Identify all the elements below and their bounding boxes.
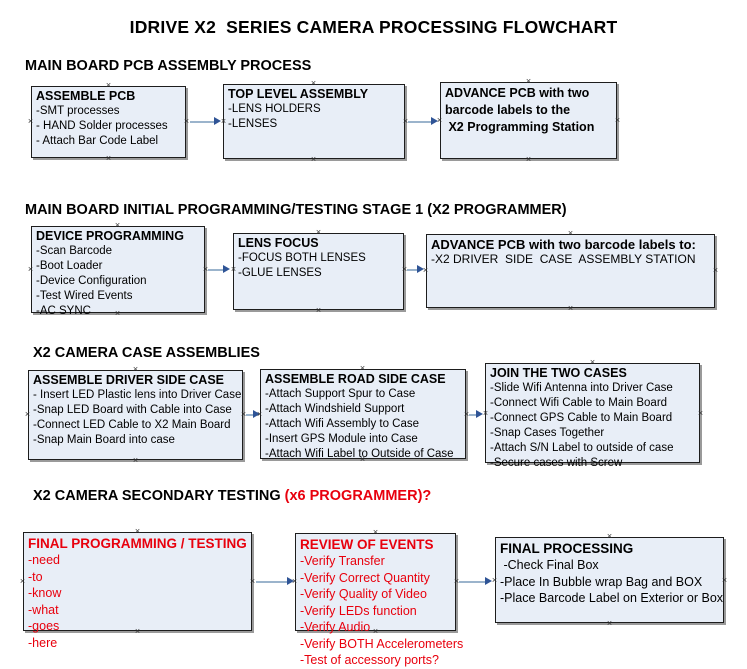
node-final-programming-testing[interactable]: FINAL PROGRAMMING / TESTING -need -to -k… xyxy=(23,532,252,650)
node-final-processing[interactable]: FINAL PROCESSING -Check Final Box -Place… xyxy=(495,537,724,623)
node-line: -Device Configuration xyxy=(36,275,147,287)
node-title: ADVANCE PCB with two xyxy=(445,86,590,100)
node-line: -here xyxy=(28,635,58,650)
arrow-right-icon xyxy=(431,117,438,125)
node-device-programming[interactable]: DEVICE PROGRAMMING -Scan Barcode -Boot L… xyxy=(31,226,205,317)
node-line: -Connect GPS Cable to Main Board xyxy=(490,412,673,424)
connector-1-1 xyxy=(190,121,216,123)
node-line: -Attach Wifi Label to Outside of Case xyxy=(265,448,454,460)
section-heading-3: X2 CAMERA CASE ASSEMBLIES xyxy=(33,345,260,361)
connector-3-1 xyxy=(246,414,255,416)
page-title: IDRIVE X2 SERIES CAMERA PROCESSING FLOWC… xyxy=(129,17,618,37)
node-line: -X2 DRIVER SIDE CASE ASSEMBLY STATION xyxy=(431,252,696,266)
node-title: TOP LEVEL ASSEMBLY xyxy=(228,87,369,101)
node-line: -what xyxy=(28,602,59,617)
node-line: - HAND Solder processes xyxy=(36,120,168,132)
node-line: -know xyxy=(28,586,62,600)
node-line: -Attach S/N Label to outside of case xyxy=(490,442,674,454)
node-line: -Secure cases with Screw xyxy=(490,457,623,469)
node-assemble-pcb[interactable]: ASSEMBLE PCB -SMT processes - HAND Solde… xyxy=(31,86,186,158)
node-line: -need xyxy=(28,553,60,567)
node-line: -Check Final Box xyxy=(500,558,599,572)
node-line: -AC SYNC xyxy=(36,305,91,317)
arrow-right-icon xyxy=(485,577,492,585)
node-line: -Snap LED Board with Cable into Case xyxy=(33,404,232,416)
connector-4-2 xyxy=(459,581,487,583)
node-line: -Boot Loader xyxy=(36,260,103,272)
node-line: -Attach Windshield Support xyxy=(265,403,405,415)
node-line: X2 Programming Station xyxy=(445,120,595,134)
connector-4-1 xyxy=(256,581,289,583)
node-line: -Place In Bubble wrap Bag and BOX xyxy=(500,574,703,589)
node-title: JOIN THE TWO CASES xyxy=(490,366,627,380)
node-line: -Verify Quality of Video xyxy=(300,587,427,601)
node-line: -Verify BOTH Accelerometers xyxy=(300,636,464,651)
node-review-of-events[interactable]: REVIEW OF EVENTS -Verify Transfer -Verif… xyxy=(295,533,463,667)
node-line: -Verify LEDs function xyxy=(300,603,417,618)
connector-2-2 xyxy=(407,269,419,271)
arrow-right-icon xyxy=(287,577,294,585)
node-line: -Place Barcode Label on Exterior or Box xyxy=(500,591,724,605)
node-title: ASSEMBLE PCB xyxy=(36,89,136,103)
node-line: -Snap Main Board into case xyxy=(33,434,175,446)
node-title: ASSEMBLE ROAD SIDE CASE xyxy=(265,372,446,386)
node-line: -Verify Audio xyxy=(300,620,371,634)
node-assemble-driver-side-case[interactable]: ASSEMBLE DRIVER SIDE CASE - Insert LED P… xyxy=(28,370,243,460)
node-lens-focus[interactable]: LENS FOCUS -FOCUS BOTH LENSES -GLUE LENS… xyxy=(233,233,404,310)
node-line: -Test Wired Events xyxy=(36,290,133,302)
arrow-right-icon xyxy=(476,410,483,418)
node-top-level-assembly[interactable]: TOP LEVEL ASSEMBLY -LENS HOLDERS -LENSES xyxy=(223,84,405,159)
node-title: ASSEMBLE DRIVER SIDE CASE xyxy=(33,373,225,387)
node-line: -Connect LED Cable to X2 Main Board xyxy=(33,419,231,431)
node-line: - Insert LED Plastic lens into Driver Ca… xyxy=(33,389,242,401)
node-title: LENS FOCUS xyxy=(238,236,319,250)
node-title: ADVANCE PCB with two barcode labels to: xyxy=(431,237,696,252)
node-title: FINAL PROCESSING xyxy=(500,541,634,556)
section-heading-4-accent: (x6 PROGRAMMER)? xyxy=(284,488,432,504)
node-line: -Attach Wifi Assembly to Case xyxy=(265,418,420,430)
node-line: -LENS HOLDERS xyxy=(228,103,321,115)
section-heading-2: MAIN BOARD INITIAL PROGRAMMING/TESTING S… xyxy=(25,202,567,218)
arrow-right-icon xyxy=(214,117,221,125)
node-line: -LENSES xyxy=(228,118,278,130)
node-line: -Test of accessory ports? xyxy=(300,653,439,667)
connector-1-2 xyxy=(408,121,433,123)
node-line: -Insert GPS Module into Case xyxy=(265,433,418,445)
node-line: -Verify Correct Quantity xyxy=(300,570,430,585)
node-line: -FOCUS BOTH LENSES xyxy=(238,252,366,264)
node-line: -Slide Wifi Antenna into Driver Case xyxy=(490,382,673,394)
section-heading-4-text: X2 CAMERA SECONDARY TESTING xyxy=(33,488,285,504)
node-advance-pcb-programming-station[interactable]: ADVANCE PCB with two barcode labels to t… xyxy=(440,82,617,159)
node-title: DEVICE PROGRAMMING xyxy=(36,229,184,243)
node-line: -Scan Barcode xyxy=(36,245,113,257)
node-line: -Snap Cases Together xyxy=(490,427,605,439)
node-line: - Attach Bar Code Label xyxy=(36,135,159,147)
node-line: -goes xyxy=(28,619,60,633)
section-heading-1: MAIN BOARD PCB ASSEMBLY PROCESS xyxy=(25,58,312,74)
node-advance-pcb-driver-side-station[interactable]: ADVANCE PCB with two barcode labels to: … xyxy=(426,234,715,308)
section-heading-4: X2 CAMERA SECONDARY TESTING (x6 PROGRAMM… xyxy=(33,488,431,504)
node-title: REVIEW OF EVENTS xyxy=(300,537,434,552)
node-line: -SMT processes xyxy=(36,105,120,117)
arrow-right-icon xyxy=(417,265,424,273)
node-join-the-two-cases[interactable]: JOIN THE TWO CASES -Slide Wifi Antenna i… xyxy=(485,363,700,469)
node-line: -Verify Transfer xyxy=(300,554,385,568)
connector-2-1 xyxy=(208,269,225,271)
node-line: -Attach Support Spur to Case xyxy=(265,388,416,400)
node-line: -Connect Wifi Cable to Main Board xyxy=(490,397,668,409)
node-title: FINAL PROGRAMMING / TESTING xyxy=(28,536,247,551)
node-line: -to xyxy=(28,569,43,584)
connector-3-2 xyxy=(469,414,478,416)
node-line: barcode labels to the xyxy=(445,103,571,117)
arrow-right-icon xyxy=(223,265,230,273)
node-assemble-road-side-case[interactable]: ASSEMBLE ROAD SIDE CASE -Attach Support … xyxy=(260,369,466,460)
arrow-right-icon xyxy=(253,410,260,418)
node-line: -GLUE LENSES xyxy=(238,267,322,279)
